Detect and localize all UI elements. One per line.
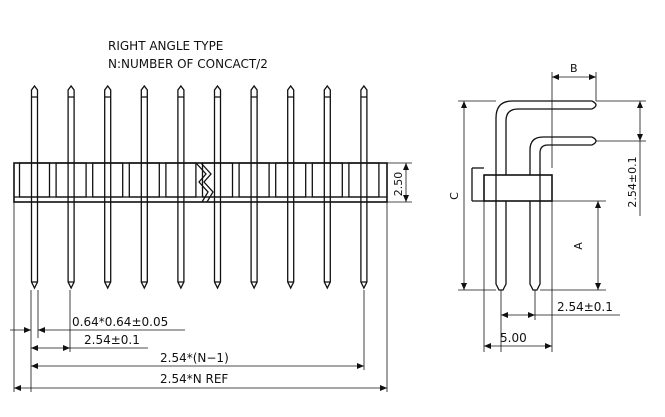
pin [104,84,112,290]
housing-cell [18,162,51,198]
pin [30,84,39,290]
housing-height-label: 2.50 [392,172,405,197]
pin [250,84,258,290]
pin [140,84,148,290]
housing-cell [165,162,197,198]
housing-cell [92,162,124,198]
front-view: 2.50 0.64*0.64±0.05 2.54±0.1 2.54*(N−1) … [10,84,412,392]
side-view: B C A 2.54±0.1 2.54±0.1 5.00 [448,62,646,352]
pin [287,84,295,290]
span-label: 2.54*(N−1) [160,351,229,365]
side-housing [483,174,553,202]
break-symbol [195,162,209,203]
housing-cell [238,162,270,198]
pin [323,84,331,290]
housing-cell [275,162,307,198]
pin [360,84,368,290]
housing-cell [55,162,87,198]
pin-group [30,84,368,290]
break-symbol-2 [200,162,214,203]
row-pitch-label: 2.54±0.1 [626,156,639,207]
overall-label: 2.54*N REF [160,372,228,386]
housing-cell [201,162,234,198]
dim-a-label: A [572,242,585,250]
pin [177,84,185,290]
pin-size-label: 0.64*0.64±0.05 [72,315,168,329]
note-type: RIGHT ANGLE TYPE [108,39,223,53]
dim-b-label: B [570,62,578,75]
housing [13,162,388,203]
width-label: 5.00 [500,331,527,345]
housing-cell [348,162,380,198]
pitch-label: 2.54±0.1 [84,333,140,347]
note-contacts: N:NUMBER OF CONCACT/2 [108,57,268,71]
bottom-pitch-label: 2.54±0.1 [557,300,613,314]
pin [67,84,75,290]
pin [213,84,222,290]
dim-c-label: C [448,192,461,200]
housing-cells [18,162,380,198]
housing-cell [311,162,343,198]
housing-cell [128,162,160,198]
